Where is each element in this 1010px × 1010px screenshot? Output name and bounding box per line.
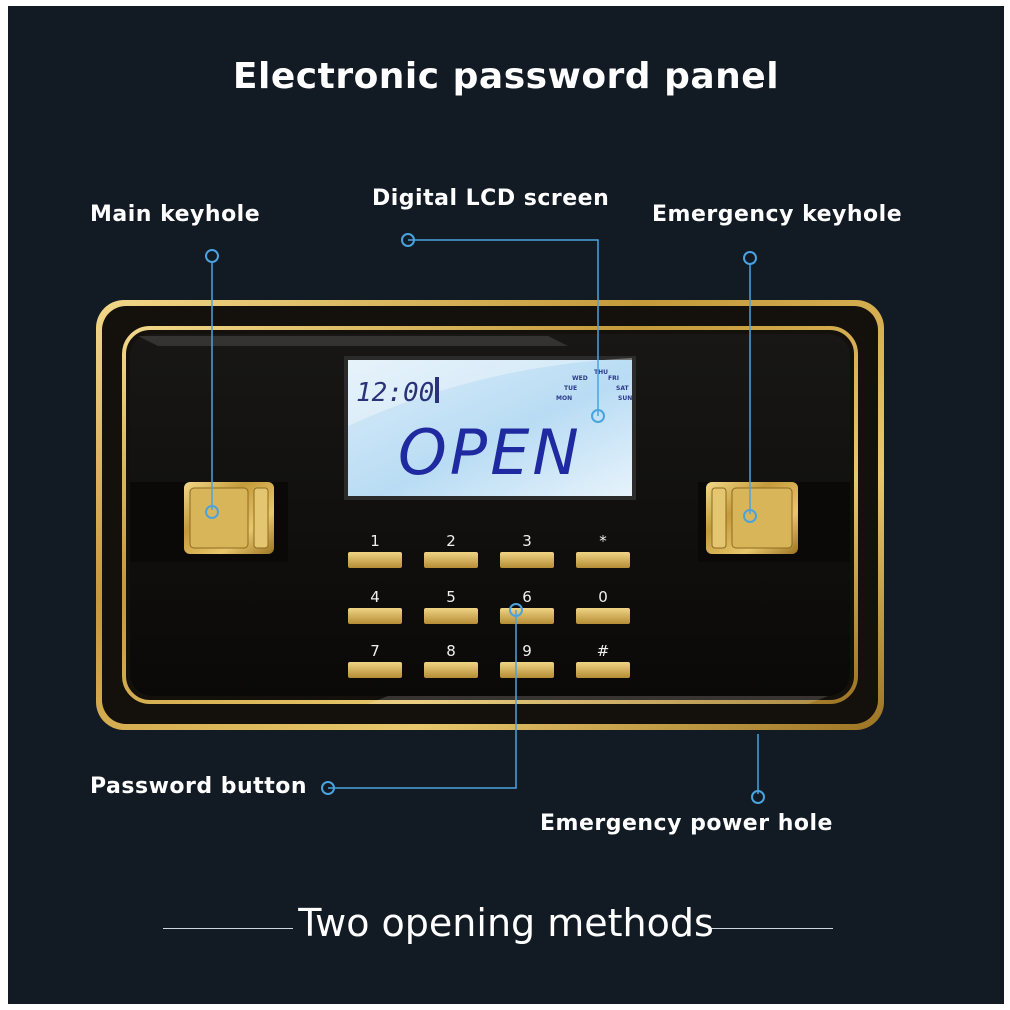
keypad-key-button[interactable] xyxy=(424,662,478,678)
lcd-day-wed: WED xyxy=(572,375,588,382)
callout-main-keyhole: Main keyhole xyxy=(90,202,261,227)
footer-text: Two opening methods xyxy=(298,901,714,945)
callout-emergency-power-hole: Emergency power hole xyxy=(540,811,833,836)
keypad-key-button[interactable] xyxy=(576,662,630,678)
callout-dot-power-hole xyxy=(751,790,765,804)
keypad-key-button[interactable] xyxy=(500,552,554,568)
panel-face xyxy=(130,334,850,696)
callout-dot-emergency-top xyxy=(743,251,757,265)
lcd-main-text: OPEN xyxy=(398,416,582,489)
lcd-day-tue: TUE xyxy=(564,385,577,392)
main-keyhole-plate xyxy=(184,482,274,554)
callout-lcd-screen: Digital LCD screen xyxy=(372,186,610,211)
keypad-key-label: 6 xyxy=(522,588,532,606)
panel-highlight-top xyxy=(138,336,568,346)
lcd-time: 12:00 xyxy=(356,378,434,408)
keypad-key-*[interactable]: * xyxy=(576,532,630,568)
keypad-key-label: # xyxy=(597,642,610,660)
callout-dot-main-keyhole-top xyxy=(205,249,219,263)
callout-dot-emergency-keyhole xyxy=(743,509,757,523)
footer-divider-left xyxy=(163,928,293,929)
keypad-key-9[interactable]: 9 xyxy=(500,642,554,678)
lcd-day-sat: SAT xyxy=(616,385,629,392)
keypad-key-button[interactable] xyxy=(576,552,630,568)
keypad-key-#[interactable]: # xyxy=(576,642,630,678)
callout-dot-lcd xyxy=(591,409,605,423)
callout-line-password-button xyxy=(328,610,517,789)
callout-dot-main-keyhole xyxy=(205,505,219,519)
keypad-key-label: 4 xyxy=(370,588,380,606)
callout-emergency-keyhole: Emergency keyhole xyxy=(652,202,903,227)
keypad-key-label: 0 xyxy=(598,588,608,606)
lcd-day-sun: SUN xyxy=(618,395,632,402)
lcd-battery-indicator xyxy=(435,377,439,403)
callout-dot-lcd-start xyxy=(401,233,415,247)
callout-line-lcd xyxy=(408,239,599,416)
lcd-day-mon: MON xyxy=(556,395,572,402)
emergency-keyhole-plate xyxy=(706,482,798,554)
keypad-key-8[interactable]: 8 xyxy=(424,642,478,678)
keypad-key-4[interactable]: 4 xyxy=(348,588,402,624)
callout-dots xyxy=(205,233,765,804)
keypad-key-3[interactable]: 3 xyxy=(500,532,554,568)
keypad-key-6[interactable]: 6 xyxy=(500,588,554,624)
keypad-key-5[interactable]: 5 xyxy=(424,588,478,624)
panel-inner-border xyxy=(122,326,858,704)
lcd-day-thu: THU xyxy=(594,369,608,376)
keypad-key-0[interactable]: 0 xyxy=(576,588,630,624)
keypad-key-label: 7 xyxy=(370,642,380,660)
callout-dot-password-button xyxy=(321,781,335,795)
keypad-key-label: 1 xyxy=(370,532,380,550)
keypad-key-label: 2 xyxy=(446,532,456,550)
keypad-key-button[interactable] xyxy=(348,552,402,568)
footer-divider-right xyxy=(708,928,833,929)
product-image: Electronic password panel Main keyhole D… xyxy=(8,6,1004,1004)
keypad-key-button[interactable] xyxy=(424,552,478,568)
keypad-key-2[interactable]: 2 xyxy=(424,532,478,568)
keypad-key-label: 8 xyxy=(446,642,456,660)
keypad-key-label: * xyxy=(599,532,607,550)
keypad-key-label: 3 xyxy=(522,532,532,550)
keypad-key-button[interactable] xyxy=(500,662,554,678)
callout-lines xyxy=(211,239,759,794)
keypad-key-1[interactable]: 1 xyxy=(348,532,402,568)
keypad-key-button[interactable] xyxy=(348,608,402,624)
lcd-day-fri: FRI xyxy=(608,375,619,382)
keypad-key-label: 5 xyxy=(446,588,456,606)
keypad-key-button[interactable] xyxy=(348,662,402,678)
keypad-key-7[interactable]: 7 xyxy=(348,642,402,678)
keypad-key-button[interactable] xyxy=(500,608,554,624)
callout-dot-key xyxy=(509,603,523,617)
callout-password-button: Password button xyxy=(90,774,307,799)
panel-highlight-bottom xyxy=(368,696,828,704)
heading: Electronic password panel xyxy=(232,56,780,97)
keypad-key-button[interactable] xyxy=(576,608,630,624)
keypad-key-button[interactable] xyxy=(424,608,478,624)
keypad: 1 2 3 * 4 5 6 0 7 8 9 # xyxy=(348,532,630,678)
keypad-key-label: 9 xyxy=(522,642,532,660)
